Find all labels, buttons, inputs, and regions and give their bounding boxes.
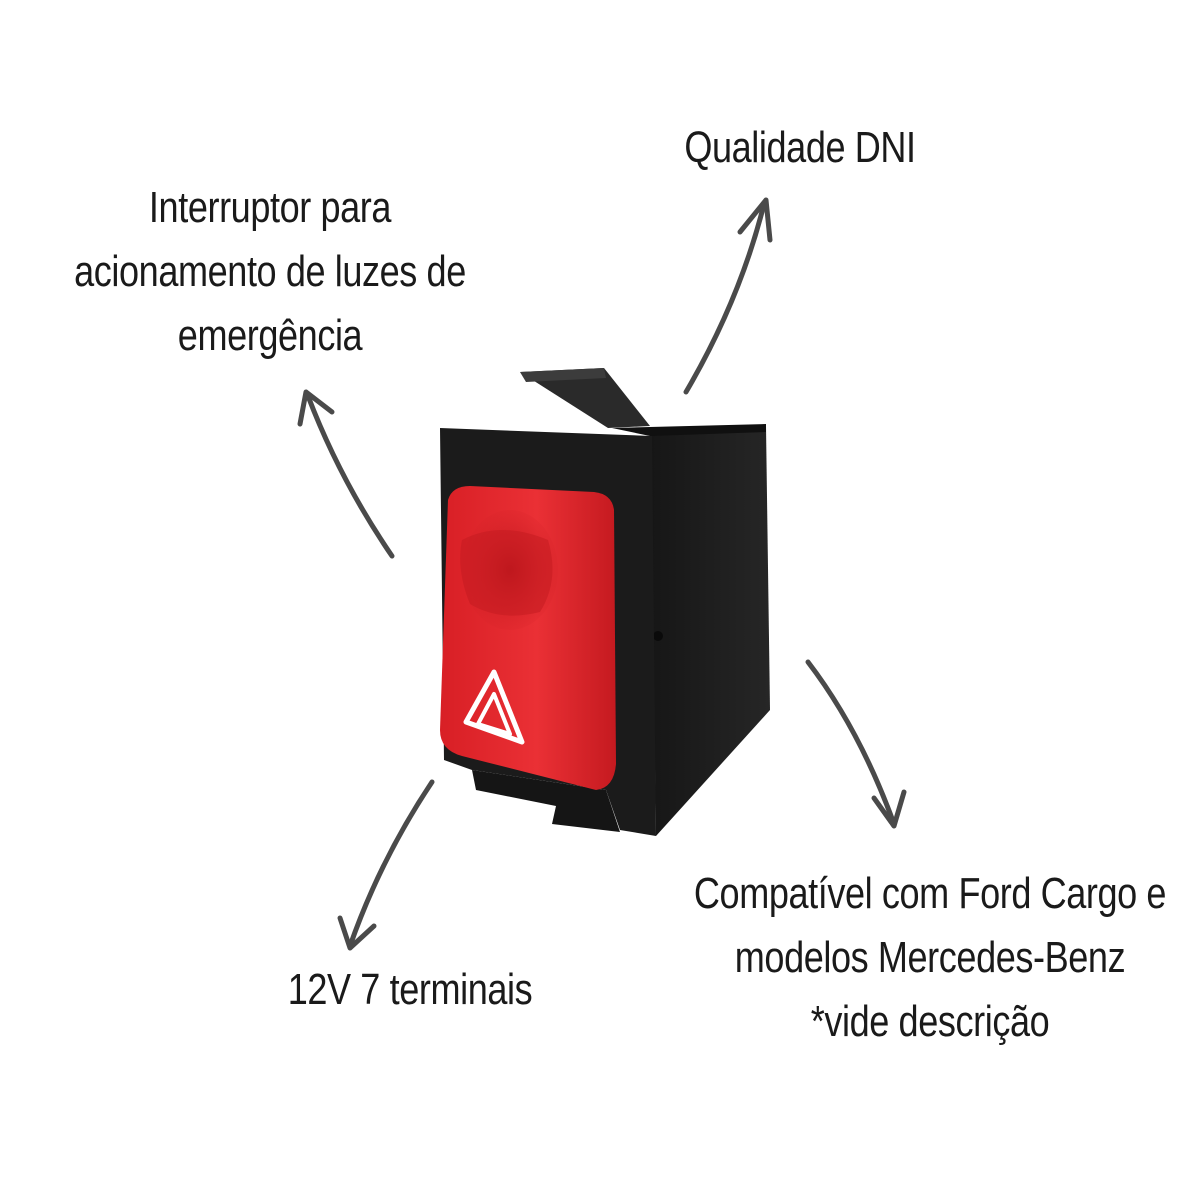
caption-line: emergência <box>177 311 363 360</box>
caption-compatibility: Compatível com Ford Cargo e modelos Merc… <box>659 862 1200 1054</box>
caption-line: Interruptor para <box>148 183 392 232</box>
mounting-clip <box>520 368 650 428</box>
arrow-top-left <box>297 389 395 559</box>
arrow-top-right <box>683 197 773 395</box>
caption-function: Interruptor para acionamento de luzes de… <box>65 176 475 368</box>
caption-specs: 12V 7 terminais <box>238 958 582 1022</box>
caption-line: Qualidade DNI <box>684 123 916 172</box>
caption-line: acionamento de luzes de <box>74 247 466 296</box>
arrow-bottom-left <box>337 779 435 951</box>
rocker-button <box>440 486 616 790</box>
caption-quality: Qualidade DNI <box>652 116 947 180</box>
caption-line: modelos Mercedes-Benz <box>734 933 1126 982</box>
hazard-triangle-icon <box>463 669 525 745</box>
caption-line: *vide descrição <box>810 997 1050 1046</box>
caption-line: Compatível com Ford Cargo e <box>693 869 1167 918</box>
caption-line: 12V 7 terminais <box>287 965 533 1014</box>
arrow-bottom-right <box>805 659 907 829</box>
